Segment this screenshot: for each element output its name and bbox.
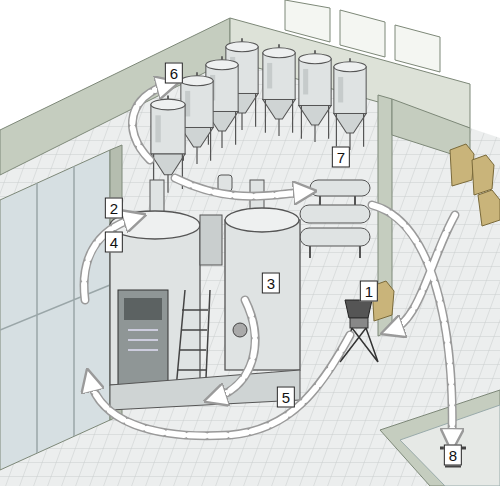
building-part: [0, 150, 110, 470]
building-part: [285, 0, 330, 42]
malt-mill-part: [345, 300, 372, 318]
grain-sacks-part: [478, 190, 500, 226]
malt-mill: [340, 300, 378, 362]
brewhouse-part: [110, 370, 300, 410]
fermentation-tanks-part: [334, 58, 366, 150]
callout-number: 4: [105, 232, 123, 253]
lauter-filter-part: [310, 180, 370, 196]
fermentation-tanks-part: [263, 44, 295, 136]
building-part: [340, 10, 385, 57]
callout-number: 1: [360, 281, 378, 302]
callout-number: 6: [165, 63, 183, 84]
flow-arrows-part: [132, 85, 168, 160]
flow-arrows-part: [84, 218, 135, 300]
lauter-filter-part: [310, 196, 360, 258]
brewhouse-part: [225, 208, 299, 232]
flow-arrows-part: [175, 178, 305, 196]
fermentation-tanks-part: [218, 175, 232, 191]
flow-arrows-part: [392, 215, 455, 330]
grain-sacks-part: [450, 144, 474, 186]
callout-number: 8: [444, 445, 462, 466]
flow-arrows: [84, 85, 455, 440]
flow-arrows-part: [215, 300, 255, 398]
callout-number: 3: [262, 273, 280, 294]
callout-number: 2: [105, 198, 123, 219]
building-part: [380, 390, 500, 486]
fermentation-tanks: [151, 38, 366, 192]
building-part: [395, 25, 440, 72]
lauter-filter-part: [300, 228, 370, 246]
brewhouse-part: [233, 323, 247, 337]
fermentation-tanks-part: [299, 50, 331, 142]
lauter-filter: [300, 180, 370, 258]
lauter-filter-part: [300, 205, 370, 223]
brewhouse: [110, 180, 300, 410]
malt-mill-part: [350, 318, 368, 328]
flow-arrows-part: [84, 85, 455, 440]
brewhouse-part: [124, 298, 162, 320]
flow-arrows-part: [372, 205, 452, 440]
flow-arrows-part: [90, 335, 350, 436]
callout-number: 7: [332, 147, 350, 168]
grain-sacks-part: [472, 155, 494, 195]
brewhouse-part: [225, 220, 300, 370]
fermentation-tanks-part: [181, 72, 213, 164]
brewhouse-part: [200, 215, 222, 265]
brewhouse-part: [128, 330, 158, 350]
callout-number: 5: [277, 387, 295, 408]
building-part: [0, 166, 110, 453]
